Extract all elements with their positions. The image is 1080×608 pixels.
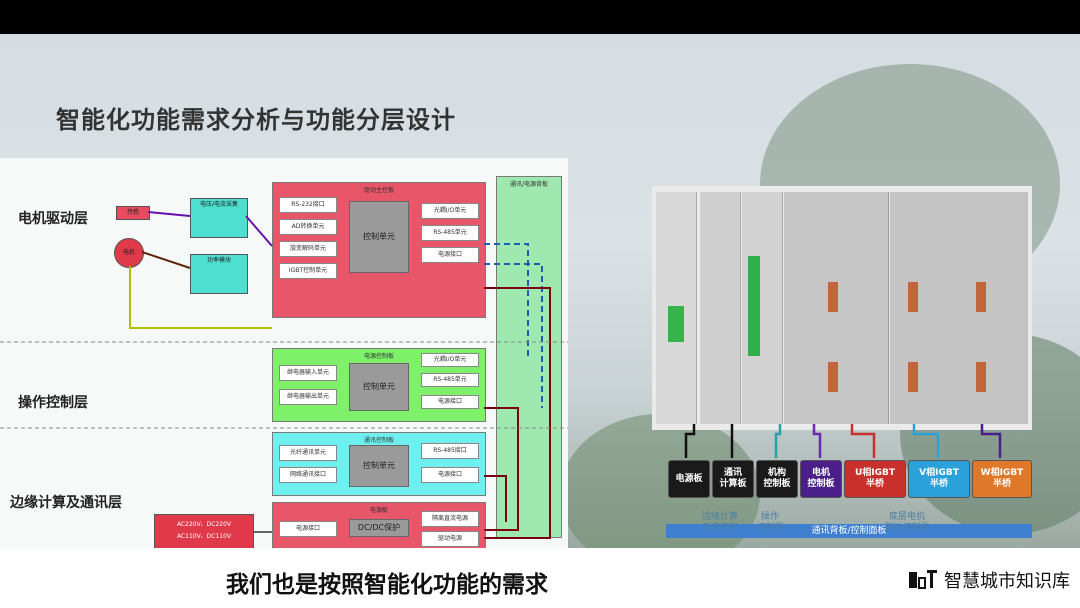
cell: RS-232接口 — [279, 197, 337, 213]
chip-motor-control: 电机 控制板 — [800, 460, 842, 498]
brand-logo-icon — [908, 568, 938, 592]
bottom-label-edge: 边缘计算 及通讯层 — [701, 512, 738, 533]
cell: IGBT控制单元 — [279, 263, 337, 279]
slide-title: 智能化功能需求分析与功能分层设计 — [56, 106, 456, 134]
connector — [129, 266, 272, 329]
ac-input-box: AC220V、DC220V AC110V、DC110V — [154, 514, 254, 548]
arrow — [774, 424, 782, 458]
chassis-panel — [700, 192, 741, 424]
control-unit: 控制单元 — [349, 363, 409, 411]
communication-board: 通讯控制板 光纤通讯单元 网络通讯接口 控制单元 RS-485接口 电源接口 — [272, 432, 486, 496]
board-title: 电源控制板 — [363, 353, 394, 360]
chip-power: 电源板 — [668, 460, 710, 498]
chip-arrows — [684, 424, 1002, 458]
chip-v-phase: V相IGBT 半桥 — [908, 460, 970, 498]
motor-drive-board: 驱动主控板 RS-232接口 AD转换单元 旋变解码单元 IGBT控制单元 控制… — [272, 182, 486, 318]
layer-label-motor: 电机驱动层 — [18, 211, 88, 227]
arrow — [980, 424, 1002, 458]
cell: 驱动电源 — [421, 531, 479, 547]
busbar — [828, 282, 838, 312]
cell: 光耦I/O单元 — [421, 203, 479, 219]
connector — [484, 287, 551, 539]
connector — [484, 475, 507, 522]
layer-label-edge: 边缘计算及通讯层 — [10, 495, 122, 511]
connector — [245, 215, 273, 247]
connector — [484, 243, 529, 358]
board-title: 通讯控制板 — [363, 437, 394, 444]
control-unit: 控制单元 — [349, 201, 409, 273]
cell: 旋变解码单元 — [279, 241, 337, 257]
motor-icon: 电机 — [114, 238, 144, 268]
terminal-block — [668, 306, 684, 342]
communication-bus: 通讯背板/控制面板 — [666, 524, 1032, 538]
layer-label-operation: 操作控制层 — [18, 395, 88, 411]
busbar — [908, 282, 918, 312]
arrow — [812, 424, 822, 458]
arrow — [850, 424, 876, 458]
chip-label: 电源板 — [675, 473, 703, 484]
connector — [484, 263, 543, 408]
cell: 网络通讯接口 — [279, 467, 337, 483]
board-labels: 电源板 通讯 计算板 机构 控制板 电机 控制板 U相IGBT 半桥 V相IGB… — [664, 420, 1032, 548]
busbar — [976, 362, 986, 392]
sensor-box: 传感 — [116, 206, 150, 220]
video-subtitle: 我们也是按照智能化功能的需求 — [226, 572, 548, 598]
busbar — [908, 362, 918, 392]
control-unit: 控制单元 — [349, 445, 409, 487]
brand-watermark: 智慧城市知识库 — [908, 567, 1070, 593]
backplane-title: 通讯/电源背板 — [509, 181, 549, 188]
cell: AD转换单元 — [279, 219, 337, 235]
connector-lines — [0, 211, 568, 539]
connector — [147, 211, 191, 217]
cell: 继电器输入单元 — [279, 365, 337, 381]
brand-name: 智慧城市知识库 — [944, 571, 1070, 592]
chip-comm: 通讯 计算板 — [712, 460, 754, 498]
busbar — [828, 362, 838, 392]
busbar — [976, 282, 986, 312]
cell: RS-485接口 — [421, 443, 479, 459]
cell: 光纤通讯单元 — [279, 445, 337, 461]
hardware-photo — [652, 186, 1032, 430]
bottom-label-motor: 底层电机 驱动控制层 — [884, 512, 930, 533]
board-title: 电源板 — [369, 507, 388, 514]
cell: 继电器输出单元 — [279, 389, 337, 405]
top-letterbox — [0, 0, 1080, 34]
cell: 隔离直流电源 — [421, 511, 479, 527]
presentation-slide: 智能化功能需求分析与功能分层设计 电机驱动层 操作控制层 边缘计算及通讯层 通讯… — [0, 34, 1080, 548]
cell: 电源接口 — [421, 247, 479, 263]
cell: RS-485单元 — [421, 373, 479, 387]
operation-control-board: 电源控制板 继电器输入单元 继电器输出单元 控制单元 光耦I/O单元 RS-48… — [272, 348, 486, 422]
cell: 电源接口 — [421, 467, 479, 483]
cell: 光耦I/O单元 — [421, 353, 479, 367]
connector — [484, 407, 519, 531]
bottom-label-operation: 操作 控制层 — [756, 512, 784, 533]
cell: RS-485单元 — [421, 225, 479, 241]
chip-mechanism: 机构 控制板 — [756, 460, 798, 498]
dcdc-unit: DC/DC保护 — [349, 519, 409, 537]
caption-bar — [0, 548, 1080, 608]
board-title: 驱动主控板 — [363, 187, 394, 194]
arrow — [912, 424, 940, 458]
connector — [141, 251, 191, 269]
feedback-bottom-label: 功率模块 — [206, 257, 231, 264]
architecture-diagram: 电机驱动层 操作控制层 边缘计算及通讯层 通讯/电源背板 传感 电机 电压/电流… — [0, 158, 568, 548]
terminal-block — [748, 256, 760, 356]
feedback-module-bottom: 功率模块 — [190, 254, 248, 294]
arrow — [684, 424, 696, 458]
power-board: 电源板 电源接口 DC/DC保护 隔离直流电源 驱动电源 — [272, 502, 486, 548]
cell: 电源接口 — [279, 521, 337, 537]
chip-w-phase: W相IGBT 半桥 — [972, 460, 1032, 498]
chip-u-phase: U相IGBT 半桥 — [844, 460, 906, 498]
cell: 电源接口 — [421, 395, 479, 409]
feedback-top-label: 电压/电流采集 — [199, 201, 239, 208]
